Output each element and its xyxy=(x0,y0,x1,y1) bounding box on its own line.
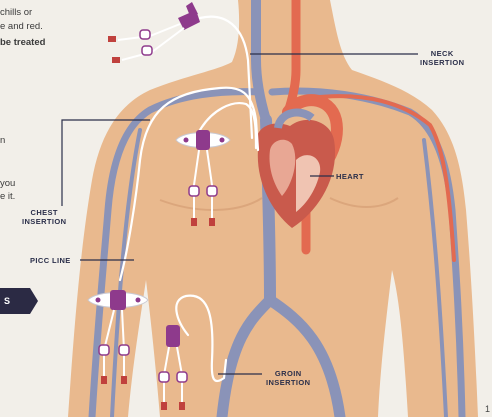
neck-clamp-1 xyxy=(140,30,150,39)
page-number: 1 xyxy=(485,404,490,414)
picc-cap-1 xyxy=(101,376,107,384)
chest-dot-2 xyxy=(220,138,225,143)
neck-device xyxy=(108,2,200,63)
chest-clamp-2 xyxy=(207,186,217,196)
neck-clamp-2 xyxy=(142,46,152,55)
groin-clamp-2 xyxy=(177,372,187,382)
chest-clamp-1 xyxy=(189,186,199,196)
chest-label-line1: CHEST xyxy=(22,208,66,217)
text-fragment-3: be treated xyxy=(0,37,45,49)
text-fragment-6: e it. xyxy=(0,191,15,203)
picc-clamp-2 xyxy=(119,345,129,355)
groin-cap-2 xyxy=(179,402,185,410)
groin-label-line1: GROIN xyxy=(266,369,310,378)
groin-insertion-label: GROIN INSERTION xyxy=(266,369,310,387)
text-fragment-4: n xyxy=(0,135,5,147)
section-tab: S xyxy=(0,288,30,314)
chest-cap-1 xyxy=(191,218,197,226)
picc-dot-2 xyxy=(136,298,141,303)
chest-hub xyxy=(196,130,210,150)
groin-label-line2: INSERTION xyxy=(266,378,310,387)
chest-insertion-label: CHEST INSERTION xyxy=(22,208,66,226)
picc-clamp-1 xyxy=(99,345,109,355)
picc-hub xyxy=(110,290,126,310)
groin-cap-1 xyxy=(161,402,167,410)
chest-label-line2: INSERTION xyxy=(22,217,66,226)
picc-dot-1 xyxy=(96,298,101,303)
text-fragment-1: chills or xyxy=(0,7,32,19)
neck-cap-1 xyxy=(108,36,116,42)
neck-label-line2: INSERTION xyxy=(420,58,464,67)
neck-lumen-2 xyxy=(122,28,184,60)
text-fragment-5: you xyxy=(0,178,15,190)
groin-clamp-1 xyxy=(159,372,169,382)
chest-cap-2 xyxy=(209,218,215,226)
groin-hub xyxy=(166,325,180,347)
neck-insertion-label: NECK INSERTION xyxy=(420,49,464,67)
text-fragment-2: e and red. xyxy=(0,21,43,33)
neck-cap-2 xyxy=(112,57,120,63)
picc-line-label: PICC LINE xyxy=(30,256,71,265)
neck-label-line1: NECK xyxy=(420,49,464,58)
chest-dot-1 xyxy=(184,138,189,143)
picc-cap-2 xyxy=(121,376,127,384)
heart-label: HEART xyxy=(336,172,364,181)
